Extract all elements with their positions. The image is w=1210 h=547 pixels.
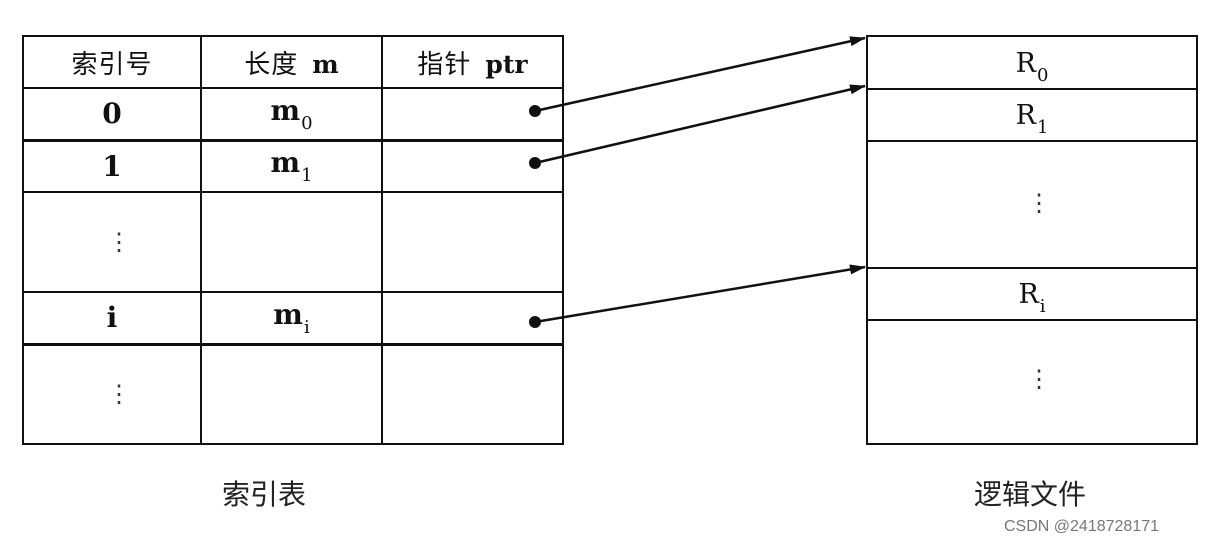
index-cell: 0: [22, 87, 202, 141]
logical-file-caption: 逻辑文件: [974, 478, 1087, 511]
length-cell: mi: [200, 291, 383, 345]
index-table-caption: 索引表: [222, 478, 307, 511]
record-gap: ⋮: [868, 142, 1196, 269]
pointer-arrow-r0: [529, 36, 866, 117]
index-cell-ellipsis: ⋮: [22, 191, 202, 293]
length-cell: [200, 342, 383, 445]
index-cell: i: [22, 291, 202, 345]
length-cell: m0: [200, 87, 383, 141]
record-gap: ⋮: [868, 321, 1196, 443]
length-cell: [200, 191, 383, 293]
table-row: ⋮: [22, 191, 564, 293]
table-row: ⋮: [22, 342, 564, 445]
record-ri: Ri: [868, 269, 1196, 321]
watermark: CSDN @2418728171: [1004, 518, 1160, 535]
pointer-arrow-r1: [529, 84, 866, 169]
index-cell: 1: [22, 138, 202, 193]
pointer-cell: [381, 342, 564, 445]
pointer-arrow-ri: [529, 264, 866, 328]
record-r1: R1: [868, 90, 1196, 142]
pointer-cell: [381, 191, 564, 293]
logical-file: R0 R1 ⋮ Ri ⋮: [866, 35, 1198, 445]
table-row: 1 m1: [22, 138, 564, 193]
header-index: 索引号: [22, 35, 202, 89]
table-row: 0 m0: [22, 87, 564, 141]
length-cell: m1: [200, 138, 383, 193]
record-r0: R0: [868, 37, 1196, 90]
index-cell-ellipsis: ⋮: [22, 342, 202, 445]
